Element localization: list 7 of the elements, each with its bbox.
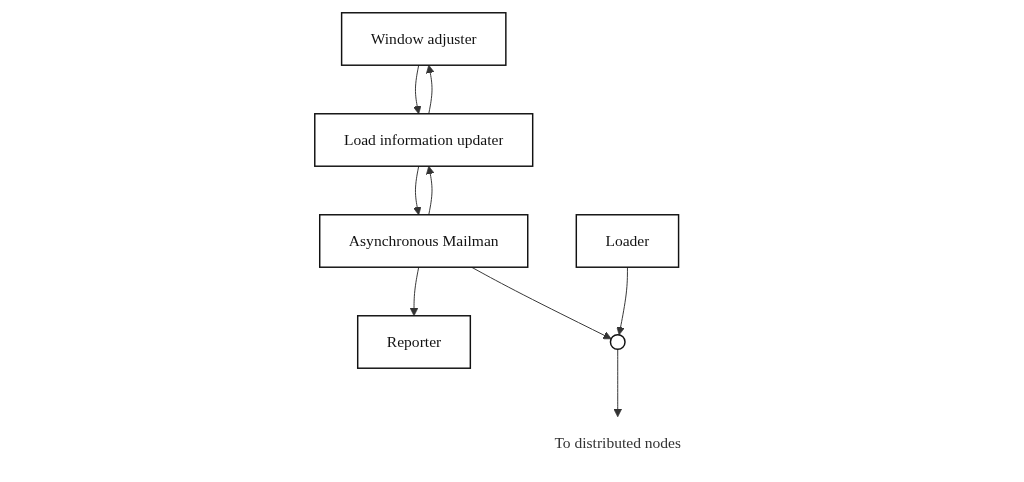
node-box: Load information updater [313, 113, 533, 167]
node-circle [609, 333, 626, 350]
node-box: Reporter [356, 315, 471, 369]
node-text: To distributed nodes [553, 434, 681, 451]
node-box: Window adjuster [340, 12, 507, 66]
node-box: Loader [575, 214, 679, 268]
node-box: Asynchronous Mailman [318, 214, 528, 268]
